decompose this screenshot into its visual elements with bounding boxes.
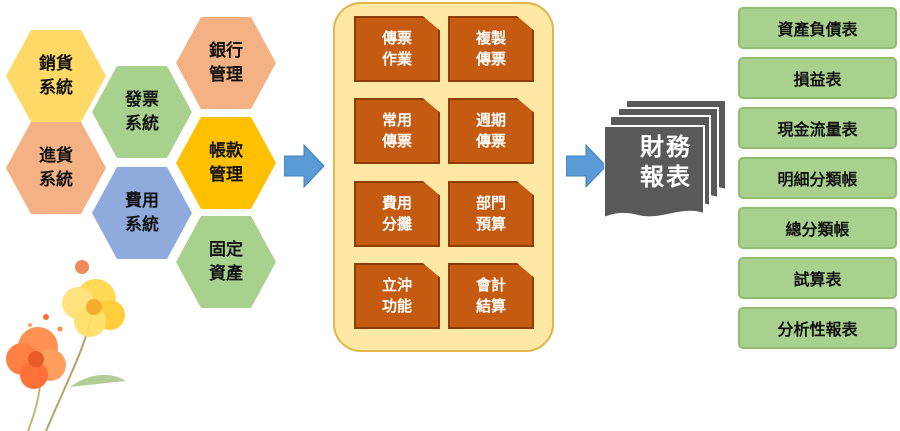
- arrow-right-icon: [284, 143, 324, 189]
- flower-decoration-icon: [6, 260, 126, 431]
- voucher-card-closing: 會計 結算: [448, 263, 534, 329]
- financial-reports-label: 財務 報表: [640, 133, 692, 191]
- report-trial-balance: 試算表: [738, 257, 897, 299]
- module-expense-label: 費用 系統: [125, 191, 159, 235]
- module-bank-label: 銀行 管理: [209, 41, 243, 85]
- report-subsidiary-ledger: 明細分類帳: [738, 157, 897, 199]
- module-assets-hex: 固定 資產: [176, 216, 276, 308]
- document-stack-icon: [604, 99, 727, 220]
- report-balance-sheet: 資產負債表: [738, 7, 897, 49]
- module-purchase-label: 進貨 系統: [39, 146, 73, 190]
- voucher-card-copy: 複製 傳票: [448, 16, 534, 82]
- module-sales-label: 銷貨 系統: [39, 54, 73, 98]
- module-invoice-label: 發票 系統: [125, 90, 159, 134]
- voucher-allocation-label: 費用 分攤: [381, 194, 412, 233]
- voucher-card-periodic: 週期 傳票: [448, 98, 534, 164]
- voucher-card-budget: 部門 預算: [448, 181, 534, 247]
- module-sales-hex: 銷貨 系統: [6, 30, 106, 122]
- voucher-copy-label: 複製 傳票: [475, 29, 506, 68]
- module-bank-hex: 銀行 管理: [176, 17, 276, 109]
- module-purchase-hex: 進貨 系統: [6, 122, 106, 214]
- voucher-entry-label: 傳票 作業: [381, 29, 412, 68]
- voucher-budget-label: 部門 預算: [475, 194, 506, 233]
- arrow-right-icon: [566, 143, 606, 189]
- report-income-statement: 損益表: [738, 57, 897, 99]
- voucher-closing-label: 會計 結算: [475, 276, 506, 315]
- voucher-card-common: 常用 傳票: [354, 98, 440, 164]
- voucher-offset-label: 立沖 功能: [381, 276, 412, 315]
- report-general-ledger: 總分類帳: [738, 207, 897, 249]
- module-ledger-hex: 帳款 管理: [176, 117, 276, 209]
- module-assets-label: 固定 資產: [209, 240, 243, 284]
- report-analytical: 分析性報表: [738, 307, 897, 349]
- voucher-card-offset: 立沖 功能: [354, 263, 440, 329]
- module-expense-hex: 費用 系統: [92, 167, 192, 259]
- module-ledger-label: 帳款 管理: [209, 141, 243, 185]
- report-cash-flow: 現金流量表: [738, 107, 897, 149]
- voucher-periodic-label: 週期 傳票: [475, 111, 506, 150]
- module-invoice-hex: 發票 系統: [92, 66, 192, 158]
- voucher-card-allocation: 費用 分攤: [354, 181, 440, 247]
- voucher-card-entry: 傳票 作業: [354, 16, 440, 82]
- voucher-common-label: 常用 傳票: [381, 111, 412, 150]
